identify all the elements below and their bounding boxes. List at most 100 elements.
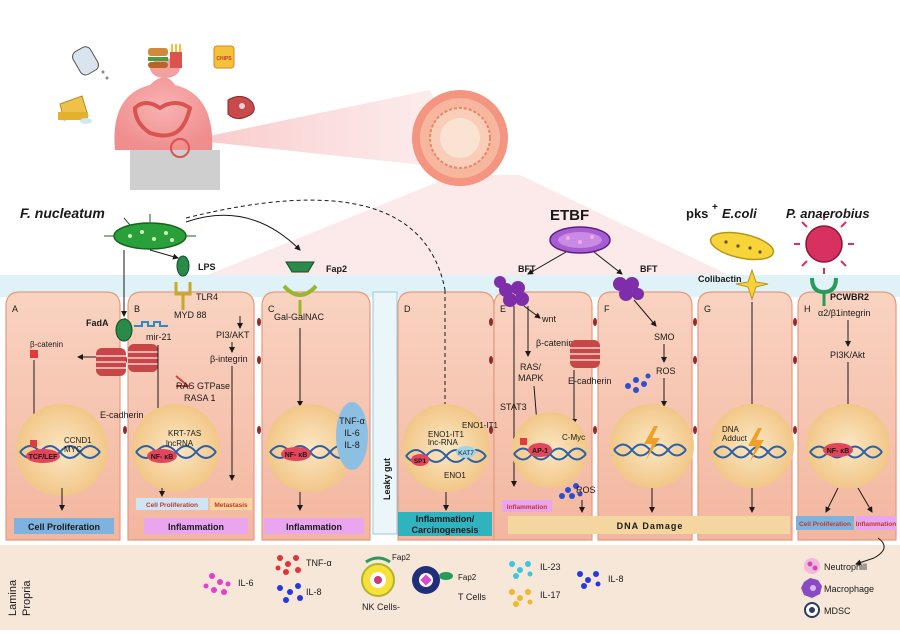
il8-lp-label: IL-8 [306,587,322,597]
cell-c-content: Fap2 Gal-GalNAC NF- κB TNF-α IL-6 IL-8 I… [185,214,368,534]
dna-damage-band [508,516,790,534]
ros-f-label: ROS [656,366,676,376]
il8-dots-icon [277,583,303,603]
lamina-propria-content: Lamina Propria IL-6 TNF-α IL-8 Fap2 NK C… [7,537,885,618]
fast-food-icon [148,44,182,68]
nk-label: NK Cells- [362,602,400,612]
human-body-icon [114,58,220,190]
tight-junction [257,356,261,364]
top-illustration: CHIPS [58,44,760,290]
tcf-label: TCF/LEF [29,454,58,461]
nk-cell-icon [361,556,395,597]
mdsc-icon [804,602,820,618]
cell-letter-label: A [12,304,18,314]
tlr4-receptor-icon [174,282,192,310]
smo-label: SMO [654,332,675,342]
adduct-label: Adduct [722,434,748,443]
tight-junction [693,426,697,434]
cell-h-content: PCWBR2 α2/β1integrin PI3K/Akt NF- κB Cel… [796,277,896,530]
tnf-dots-icon [275,555,301,575]
outcome-a [14,518,114,534]
outcome-a-label: Cell Proliferation [28,522,100,532]
macrophage-icon [801,578,822,598]
ros-e-label: ROS [576,485,596,495]
integrin-label: α2/β1integrin [818,308,870,318]
red-meat-icon [227,96,255,120]
ros-e-icon [559,483,583,499]
fada-icon [115,318,133,342]
prolif-h [796,516,854,530]
lightning-f-icon [644,426,660,460]
cell-d-content: ENO1-IT1 lnc-RNA ENO1-IT1 SP1 KAT7 ENO1 … [185,199,499,536]
t-cell-icon [412,566,453,594]
cell-a-content: FadA β-catenin TCF/LEF CCND1 MYC Cell Pr… [14,250,133,534]
nucleus-d [402,404,490,492]
neutrophil-label: Neutrophill [824,562,867,572]
eno1it2-label: ENO1-IT1 [462,421,499,430]
il8-c-label: IL-8 [344,440,360,450]
mir21-icon [134,321,168,327]
outcome-c-label: Inflammation [286,522,342,532]
prolif-b [136,498,208,510]
lightning-g-icon [748,428,764,462]
sugar-bag-icon [58,95,92,124]
outcome-b-label: Inflammation [168,522,224,532]
adherens-junction-e-icon [570,340,600,368]
propria-label: Propria [21,580,33,616]
infl-e [502,500,552,512]
tnf-c-label: TNF-α [339,416,365,426]
colon-cross-section-icon [412,90,508,186]
ccnd1-label: CCND1 [64,436,92,445]
eno1-label: ENO1 [444,471,466,480]
bcat-marker [30,350,38,358]
lamina-label: Lamina [7,579,19,616]
cell-letter-label: G [704,304,711,314]
lncrna-b-label: lncRNA [166,439,194,448]
stat3-label: STAT3 [500,402,527,412]
bft-f-icon [613,277,644,301]
cell-g-content: Colibactin DNA Adduct [698,268,794,513]
tight-junction [593,318,597,326]
zoom-beam [170,175,760,290]
nfkb-b-label: NF- κB [151,454,174,461]
tight-junction [489,356,493,364]
lps-icon [176,255,190,277]
bft-e-label: BFT [518,264,536,274]
il17-label: IL-17 [540,590,561,600]
inhibit-icon [175,375,190,387]
colibactin-star-icon [735,268,769,301]
lps-label: LPS [198,262,216,272]
tight-junction [257,318,261,326]
fn-bacterium-icon [104,214,196,250]
macrophage-label: Macrophage [824,584,874,594]
myc-label: MYC [64,445,82,454]
tight-junction [257,426,261,434]
cell-e-content: BFT wnt β-catenin E-cadherin RAS/ MAPK S… [494,251,623,513]
bint-label: β-integrin [210,354,248,364]
neutrophil-icon [804,558,820,574]
chips-bag-icon: CHIPS [213,45,235,69]
tight-junction [793,318,797,326]
pi3k-label: PI3K/Akt [830,350,866,360]
tight-junction [793,426,797,434]
lamina-propria [0,545,900,630]
il6-dots-icon [203,573,231,595]
chips-label: CHIPS [216,56,232,62]
ecoli-superscript: + [712,202,718,213]
sp1-label: SP1 [414,458,427,465]
panaerobius-name: P. anaerobius [786,206,870,221]
ecoli-prefix: pks [686,206,708,221]
nucleus-c [266,404,354,492]
cell-letter-label: D [404,304,411,314]
ap1-label: AP-1 [532,448,548,455]
tight-junction [489,318,493,326]
wnt-label: wnt [541,314,557,324]
tight-junction [489,426,493,434]
bft-f-label: BFT [640,264,658,274]
il6-lp-label: IL-6 [238,578,254,588]
mir21-label: mir-21 [146,332,172,342]
leaky-gut-column: Leaky gut [372,291,398,535]
cell-letter-label: B [134,304,140,314]
prolif-h-label: Cell Proliferation [799,521,851,528]
fap2-label: Fap2 [326,264,347,274]
